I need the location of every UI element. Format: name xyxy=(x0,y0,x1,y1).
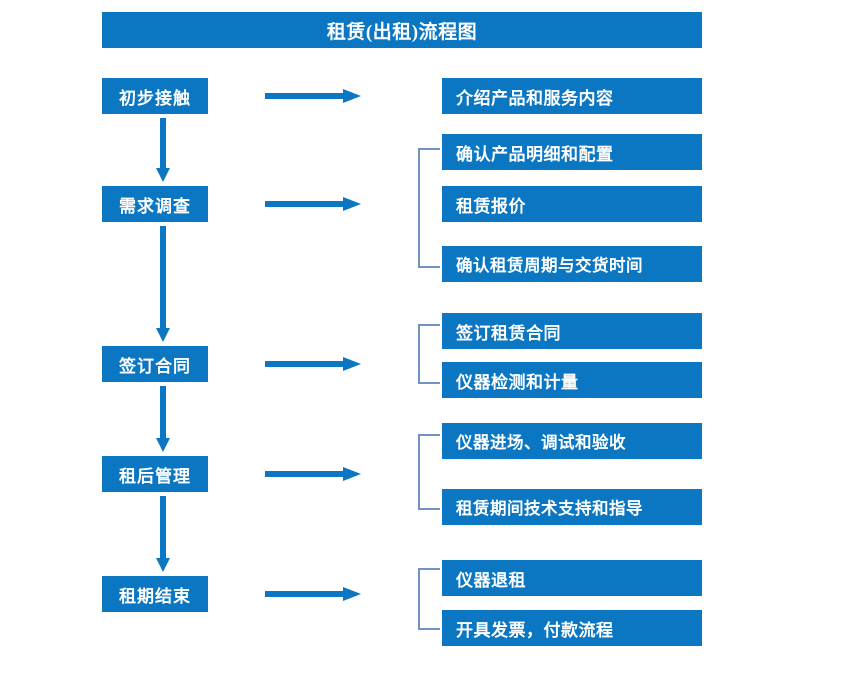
detail-box-9[interactable]: 仪器退租 xyxy=(442,560,702,596)
vertical-arrow-4-to-5 xyxy=(156,496,170,572)
vertical-arrow-2-to-3 xyxy=(156,226,170,342)
stage-box-5[interactable]: 租期结束 xyxy=(102,576,208,612)
detail-box-3[interactable]: 租赁报价 xyxy=(442,186,702,222)
detail-box-10[interactable]: 开具发票，付款流程 xyxy=(442,610,702,646)
flowchart-title: 租赁(出租)流程图 xyxy=(102,12,702,48)
horizontal-arrow-stage-3 xyxy=(265,357,361,371)
stage-box-1[interactable]: 初步接触 xyxy=(102,78,208,114)
group-bracket-contract xyxy=(418,324,440,384)
horizontal-arrow-stage-2 xyxy=(265,197,361,211)
detail-box-1[interactable]: 介绍产品和服务内容 xyxy=(442,78,702,114)
detail-box-8[interactable]: 租赁期间技术支持和指导 xyxy=(442,489,702,525)
group-bracket-requirements xyxy=(418,148,440,268)
stage-box-2[interactable]: 需求调查 xyxy=(102,186,208,222)
group-bracket-after-rental xyxy=(418,434,440,510)
detail-box-2[interactable]: 确认产品明细和配置 xyxy=(442,134,702,170)
detail-box-5[interactable]: 签订租赁合同 xyxy=(442,313,702,349)
horizontal-arrow-stage-1 xyxy=(265,89,361,103)
group-bracket-end-of-term xyxy=(418,568,440,630)
detail-box-7[interactable]: 仪器进场、调试和验收 xyxy=(442,423,702,459)
vertical-arrow-3-to-4 xyxy=(156,386,170,452)
detail-box-6[interactable]: 仪器检测和计量 xyxy=(442,362,702,398)
stage-box-4[interactable]: 租后管理 xyxy=(102,456,208,492)
detail-box-4[interactable]: 确认租赁周期与交货时间 xyxy=(442,246,702,282)
vertical-arrow-1-to-2 xyxy=(156,118,170,182)
horizontal-arrow-stage-5 xyxy=(265,587,361,601)
stage-box-3[interactable]: 签订合同 xyxy=(102,346,208,382)
horizontal-arrow-stage-4 xyxy=(265,467,361,481)
